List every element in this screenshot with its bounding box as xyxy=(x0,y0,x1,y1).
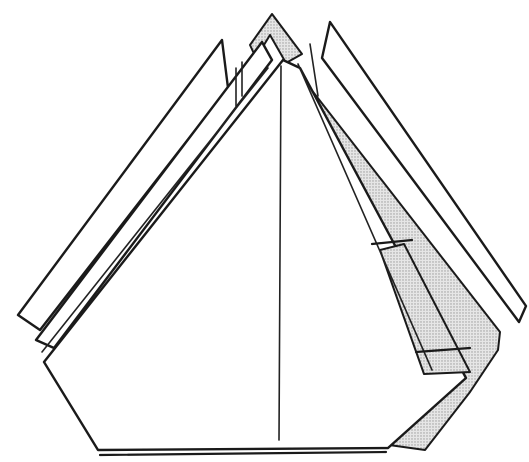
base-edge xyxy=(100,452,386,455)
